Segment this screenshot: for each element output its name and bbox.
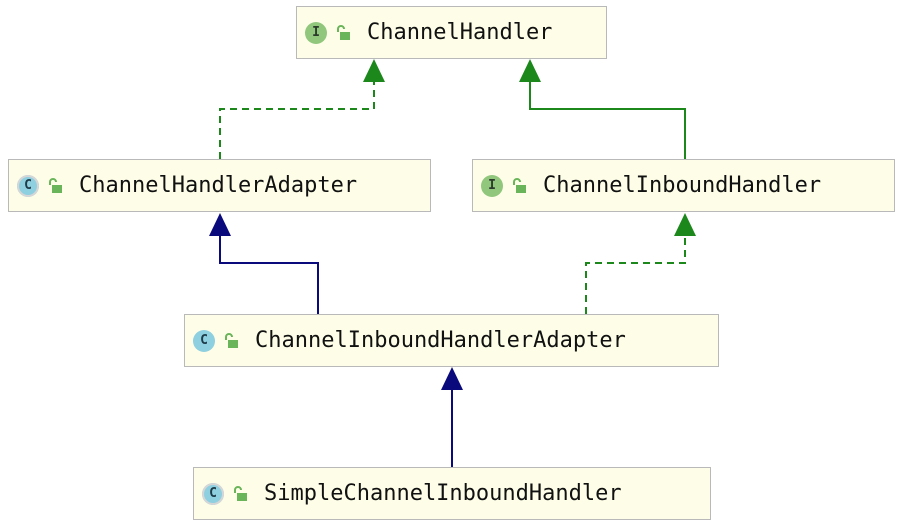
unlocked-icon bbox=[513, 177, 526, 193]
interface-icon: I bbox=[481, 174, 503, 197]
edge-inboundhandler-to-channelhandler bbox=[529, 80, 686, 159]
edge-inboundadapter-to-inboundhandler bbox=[585, 234, 686, 314]
node-label: ChannelInboundHandlerAdapter bbox=[255, 328, 626, 353]
node-label: SimpleChannelInboundHandler bbox=[264, 481, 622, 506]
arrowhead-inboundhandler-to-channelhandler bbox=[519, 59, 541, 82]
node-channel-inbound-handler-adapter[interactable]: C ChannelInboundHandlerAdapter bbox=[184, 314, 719, 367]
node-channel-handler-adapter[interactable]: C ChannelHandlerAdapter bbox=[8, 159, 431, 212]
unlocked-icon bbox=[49, 177, 62, 193]
node-label: ChannelHandlerAdapter bbox=[79, 173, 358, 198]
arrowhead-inboundadapter-to-handleradapter bbox=[209, 213, 231, 236]
node-label: ChannelHandler bbox=[367, 20, 553, 45]
node-label: ChannelInboundHandler bbox=[543, 173, 822, 198]
node-channel-handler[interactable]: I ChannelHandler bbox=[296, 6, 607, 59]
node-channel-inbound-handler[interactable]: I ChannelInboundHandler bbox=[472, 159, 895, 212]
unlocked-icon bbox=[337, 24, 350, 40]
unlocked-icon bbox=[225, 332, 238, 348]
arrowhead-inboundadapter-to-inboundhandler bbox=[674, 213, 696, 236]
abstract-class-icon: C bbox=[17, 174, 39, 197]
arrowhead-adapter-to-channelhandler bbox=[363, 59, 385, 82]
abstract-class-icon: C bbox=[202, 482, 224, 505]
class-icon: C bbox=[193, 329, 215, 352]
interface-icon: I bbox=[305, 21, 327, 44]
unlocked-icon bbox=[234, 485, 247, 501]
arrowhead-simple-to-inboundadapter bbox=[441, 367, 463, 390]
node-simple-channel-inbound-handler[interactable]: C SimpleChannelInboundHandler bbox=[193, 467, 711, 520]
edge-inboundadapter-to-handleradapter bbox=[219, 234, 319, 314]
edge-adapter-to-channelhandler bbox=[219, 80, 375, 159]
